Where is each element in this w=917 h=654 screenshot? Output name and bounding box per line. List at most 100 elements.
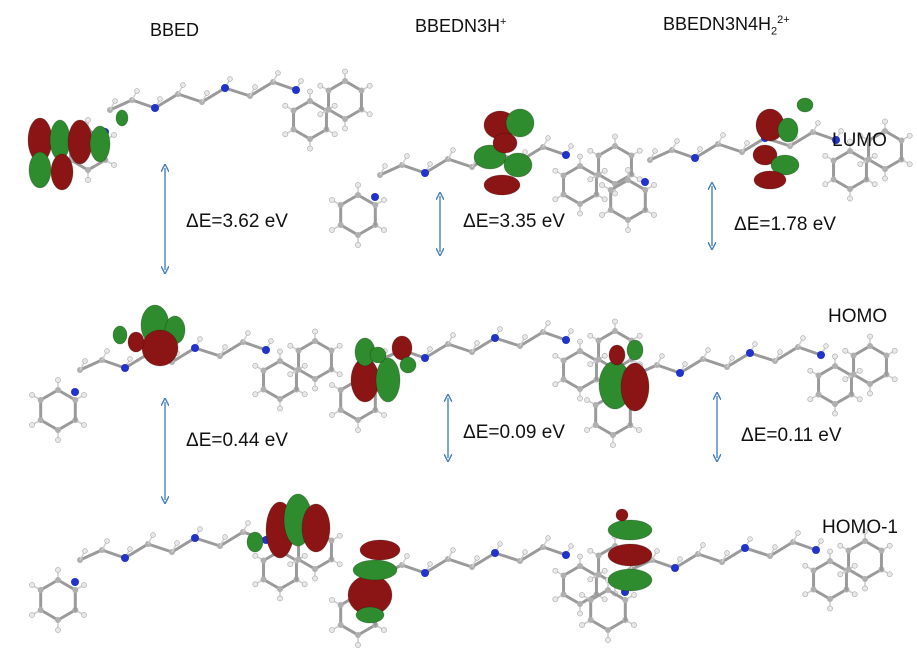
orbital-lobe-positive	[246, 531, 264, 553]
hydrogen-atom	[427, 561, 433, 567]
hydrogen-atom	[29, 392, 35, 398]
hydrogen-atom	[599, 182, 605, 188]
carbon-atom	[865, 156, 872, 163]
carbon-atom	[577, 563, 583, 569]
bond	[146, 542, 174, 554]
ring-bond	[852, 344, 872, 357]
bond	[650, 558, 677, 570]
nitrogen-atom	[812, 546, 820, 554]
ring-bond	[356, 408, 377, 422]
ring-bond	[262, 578, 282, 591]
carbon-atom	[595, 552, 602, 559]
bond	[78, 358, 104, 372]
carbon-atom	[595, 571, 602, 578]
hydrogen-atom	[568, 543, 574, 549]
nitrogen-atom	[421, 569, 429, 577]
carbon-atom	[260, 576, 267, 583]
hydrogen-atom	[577, 610, 583, 617]
bond	[648, 148, 674, 162]
hydrogen-atom	[474, 555, 480, 561]
ring-bond	[833, 364, 853, 377]
hydrogen-atom	[842, 376, 849, 383]
hydrogen-atom	[355, 182, 361, 188]
ring-bond	[812, 588, 832, 601]
carbon-atom	[260, 386, 267, 393]
hydrogen-atom	[197, 336, 203, 342]
hydrogen-atom	[287, 561, 294, 568]
carbon-atom	[72, 587, 79, 593]
hydrogen-atom	[587, 361, 594, 368]
carbon-atom	[830, 157, 837, 164]
carbon-atom	[867, 381, 873, 387]
hydrogen-atom	[906, 161, 913, 168]
carbon-atom	[355, 632, 361, 638]
nitrogen-atom	[562, 151, 570, 159]
orbital-lobe-negative	[483, 174, 521, 196]
carbon-atom	[810, 586, 817, 593]
nitrogen-atom	[262, 346, 270, 354]
hydrogen-atom	[601, 567, 608, 574]
hydrogen-atom	[777, 349, 783, 355]
hydrogen-atom	[287, 371, 294, 378]
nitrogen-atom	[676, 369, 684, 377]
hydrogen-atom	[802, 562, 809, 569]
hydrogen-atom	[336, 532, 343, 539]
carbon-atom	[595, 152, 602, 159]
hydrogen-atom	[427, 161, 433, 167]
gap-label-bbed-homo-homo1: ΔE=0.44 eV	[186, 430, 288, 451]
hydrogen-atom	[857, 132, 864, 139]
carbon-atom	[560, 376, 567, 383]
ring-bond	[867, 158, 887, 171]
carbon-atom	[815, 391, 822, 398]
carbon-atom	[595, 356, 602, 363]
hydrogen-atom	[85, 177, 91, 183]
nitrogen-atom	[741, 544, 749, 552]
hydrogen-atom	[252, 581, 259, 588]
ring-bond	[847, 568, 867, 581]
carbon-atom	[260, 367, 267, 374]
orbital-lobe-negative	[620, 362, 650, 412]
ring-bond	[339, 193, 360, 207]
orbital-lobe-positive	[607, 519, 653, 541]
carbon-atom	[312, 376, 318, 382]
carbon-atom	[307, 136, 313, 142]
orbital-lobe-negative	[615, 508, 629, 522]
ring-bond	[562, 193, 582, 206]
hydrogen-atom	[651, 212, 657, 218]
carbon-atom	[560, 191, 567, 198]
bond	[773, 345, 800, 363]
orbital-lobe-positive	[355, 606, 385, 624]
bond	[223, 86, 252, 98]
ring-bond	[578, 164, 598, 177]
carbon-atom	[72, 397, 79, 403]
hydrogen-atom	[857, 161, 864, 168]
orbital-lobe-positive	[777, 117, 799, 143]
bond	[788, 130, 815, 148]
hydrogen-atom	[301, 362, 308, 369]
hydrogen-atom	[856, 396, 863, 403]
hydrogen-atom	[252, 362, 259, 369]
ring-bond	[327, 108, 347, 121]
hydrogen-atom	[871, 181, 878, 188]
hydrogen-atom	[772, 544, 778, 550]
ring-bond	[867, 129, 887, 142]
hydrogen-atom	[612, 318, 618, 325]
hydrogen-atom	[381, 197, 387, 203]
ring-bond	[847, 539, 867, 552]
hydrogen-atom	[552, 567, 559, 574]
hydrogen-atom	[522, 549, 528, 555]
orbital-label-homo-1: HOMO-1	[822, 517, 898, 538]
carbon-atom	[883, 352, 890, 359]
ring-bond	[297, 339, 317, 352]
hydrogen-atom	[552, 596, 559, 603]
hydrogen-atom	[584, 427, 590, 433]
ring-bond	[589, 618, 610, 632]
bond	[628, 558, 654, 572]
hydrogen-atom	[599, 212, 605, 218]
ring-bond	[883, 129, 903, 142]
hydrogen-atom	[312, 328, 318, 335]
carbon-atom	[55, 427, 61, 433]
carbon-atom	[295, 366, 302, 373]
nitrogen-atom	[641, 178, 649, 186]
hydrogen-atom	[329, 197, 335, 203]
